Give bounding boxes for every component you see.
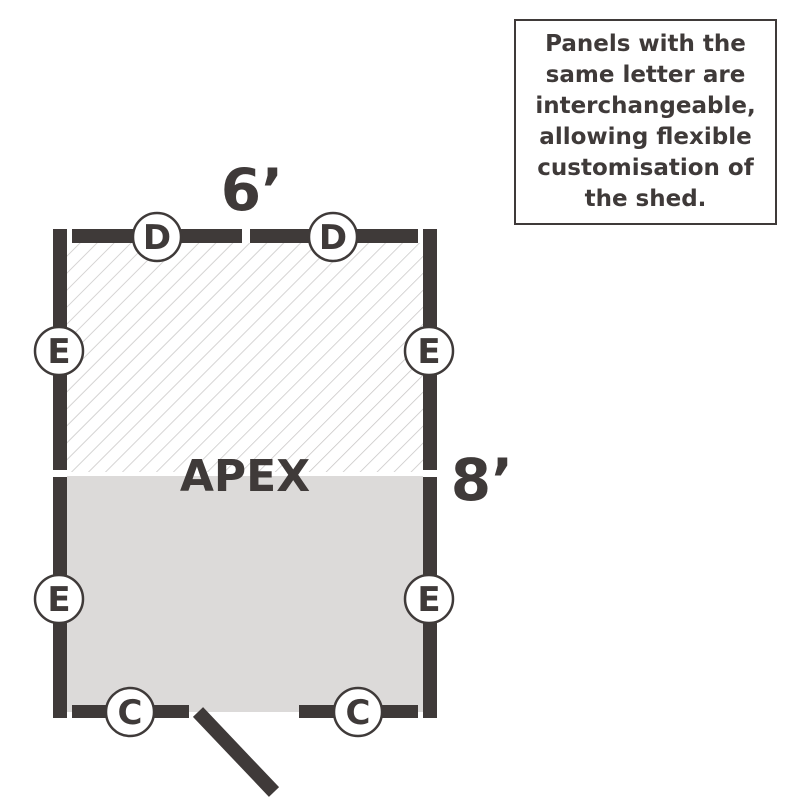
panel-letter: E bbox=[417, 332, 440, 372]
panel-letter: C bbox=[346, 693, 371, 733]
door bbox=[192, 707, 280, 797]
interchangeable-panels-note: Panels with the same letter are intercha… bbox=[514, 19, 777, 225]
panel-badge-left-1: E bbox=[33, 325, 85, 377]
note-line: allowing flexible bbox=[539, 124, 752, 150]
floor-area bbox=[67, 476, 423, 712]
panel-badge-circle bbox=[131, 211, 183, 263]
note-line: customisation of bbox=[537, 155, 754, 181]
panel-badge-left-2: E bbox=[33, 573, 85, 625]
note-line: same letter are bbox=[545, 62, 746, 88]
panel-badge-top-2: D bbox=[307, 211, 359, 263]
panel-badge-circle bbox=[33, 325, 85, 377]
apex-label: APEX bbox=[180, 451, 310, 502]
width-dimension: 6’ bbox=[221, 156, 283, 224]
apex-roof-area bbox=[67, 243, 423, 472]
panel-badge-circle bbox=[104, 686, 156, 738]
panel-letter: E bbox=[417, 580, 440, 620]
panel-letter: C bbox=[118, 693, 143, 733]
panel-badge-circle bbox=[403, 325, 455, 377]
panel-badge-right-1: E bbox=[403, 325, 455, 377]
panel-letter: D bbox=[319, 218, 347, 258]
panel-badge-circle bbox=[403, 573, 455, 625]
panel-badge-bottom-1: C bbox=[104, 686, 156, 738]
panel-badge-circle bbox=[33, 573, 85, 625]
note-line: the shed. bbox=[584, 186, 707, 212]
note-line: interchangeable, bbox=[535, 93, 756, 119]
panel-badge-right-2: E bbox=[403, 573, 455, 625]
panel-badge-circle bbox=[332, 686, 384, 738]
depth-dimension: 8’ bbox=[451, 446, 513, 514]
panel-letter: E bbox=[47, 332, 70, 372]
panel-badge-top-1: D bbox=[131, 211, 183, 263]
note-line: Panels with the bbox=[545, 31, 746, 57]
panel-letter: D bbox=[143, 218, 171, 258]
panel-badge-bottom-2: C bbox=[332, 686, 384, 738]
panel-badge-circle bbox=[307, 211, 359, 263]
panel-letter: E bbox=[47, 580, 70, 620]
